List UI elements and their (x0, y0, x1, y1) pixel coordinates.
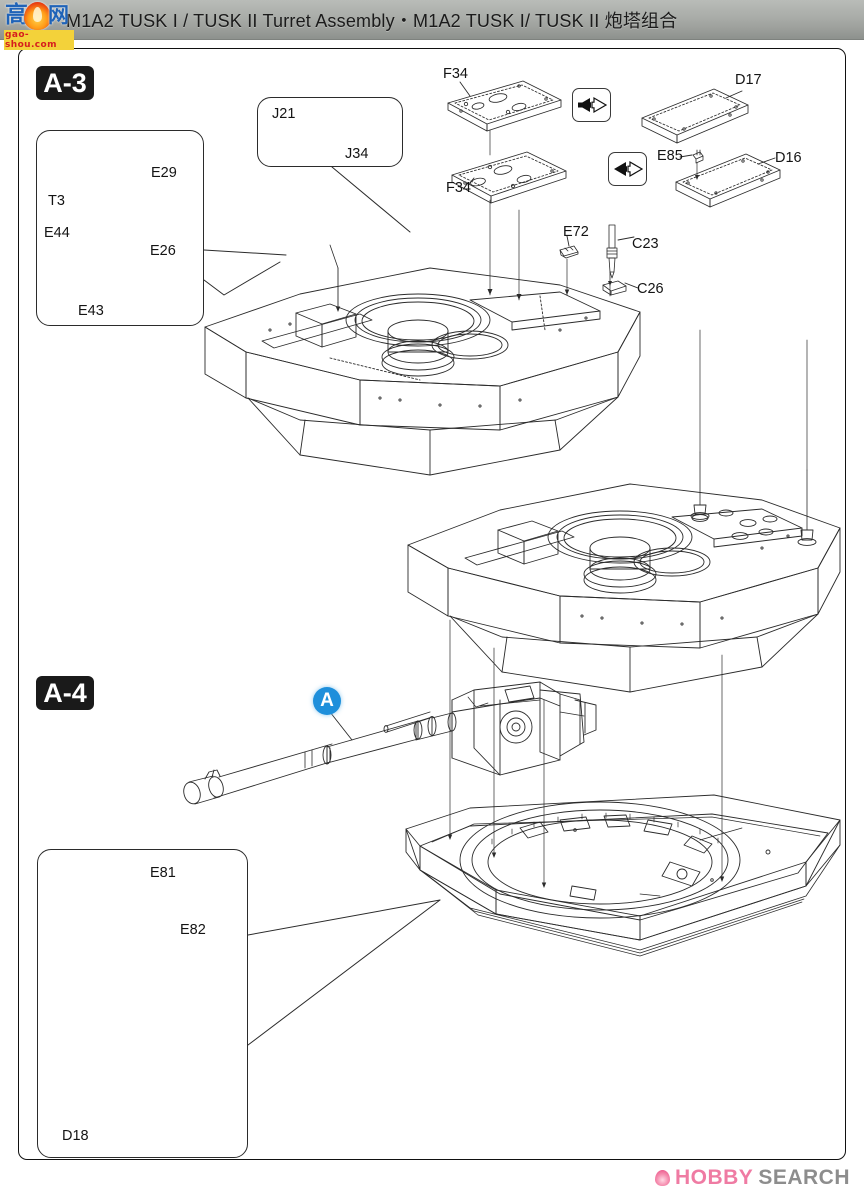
assembly-marker-a: A (313, 687, 341, 715)
part-label-e72: E72 (563, 224, 589, 240)
step-badge-a4: A-4 (36, 676, 94, 710)
footer-branding: HOBBY SEARCH (654, 1166, 850, 1190)
part-label-e43: E43 (78, 303, 104, 319)
page-header-bar: M1A2 TUSK I / TUSK II Turret Assembly・M1… (0, 0, 864, 40)
callout-box-j21-detail (257, 97, 403, 167)
step-badge-a3: A-3 (36, 66, 94, 100)
callout-box-a3-detail (36, 130, 204, 326)
part-label-j21: J21 (272, 106, 296, 122)
part-label-j34: J34 (345, 146, 369, 162)
part-label-e44: E44 (44, 225, 70, 241)
flame-icon (654, 1170, 670, 1186)
swap-arrows-icon (608, 152, 647, 186)
part-label-d17: D17 (735, 72, 762, 88)
part-label-d18: D18 (62, 1128, 89, 1144)
part-label-e81: E81 (150, 865, 176, 881)
part-label-e85: E85 (657, 148, 683, 164)
callout-box-a4-detail (37, 849, 248, 1158)
part-label-c26: C26 (637, 281, 664, 297)
part-label-t3: T3 (48, 193, 65, 209)
part-label-f34-bottom: F34 (446, 180, 471, 196)
part-label-e29: E29 (151, 165, 177, 181)
brand-name-primary: HOBBY (674, 1166, 754, 1189)
part-label-e82: E82 (180, 922, 206, 938)
part-label-c23: C23 (632, 236, 659, 252)
part-label-e26: E26 (150, 243, 176, 259)
swap-arrows-icon (572, 88, 611, 122)
part-label-d16: D16 (775, 150, 802, 166)
brand-name-secondary: SEARCH (758, 1166, 850, 1189)
part-label-f34-top: F34 (443, 66, 468, 82)
page-title: M1A2 TUSK I / TUSK II Turret Assembly・M1… (66, 10, 678, 31)
